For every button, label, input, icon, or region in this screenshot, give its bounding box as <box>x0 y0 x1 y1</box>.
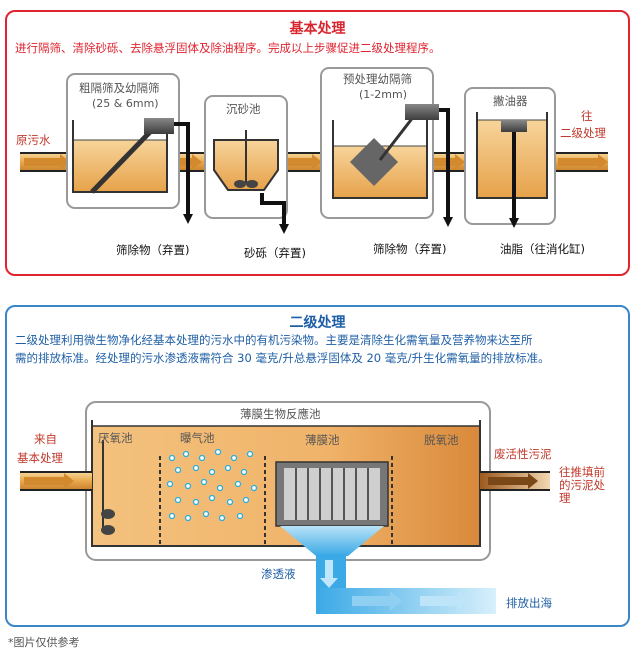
permeate-label: 渗透液 <box>261 567 296 581</box>
footnote: *图片仅供参考 <box>8 636 80 649</box>
screen-title: 粗隔筛及幼隔筛 <box>79 81 160 95</box>
mixer-icon <box>101 509 115 519</box>
fine-screen-title: 预处理幼隔筛 <box>343 72 412 86</box>
primary-description: 进行隔筛、清除砂砾、去除悬浮固体及除油程序。完成以上步骤促进二级处理程序。 <box>15 41 441 55</box>
fine-screen-motor-icon <box>405 104 439 120</box>
grease-output: 油脂（往消化缸) <box>500 242 585 256</box>
screenings-output-1: 筛除物（弃置) <box>116 243 190 257</box>
outlet-label-line1: 往 <box>581 109 593 123</box>
secondary-inlet-line2: 基本处理 <box>17 451 63 465</box>
sludge-destination-line3: 理 <box>559 491 571 505</box>
secondary-description-line2: 需的排放标准。经处理的污水渗透液需符合 30 毫克/升总悬浮固体及 20 毫克/… <box>15 351 550 365</box>
permeate-funnel <box>280 526 384 556</box>
membrane-zone-label: 薄膜池 <box>305 433 340 447</box>
waste-sludge-label: 废活性污泥 <box>494 447 552 461</box>
reactor-title: 薄膜生物反應池 <box>240 407 321 421</box>
screen-motor-icon <box>144 118 174 134</box>
grit-title: 沉砂池 <box>226 102 261 116</box>
primary-title: 基本处理 <box>289 21 346 37</box>
bar-screen-icon <box>90 130 152 194</box>
outlet-label-line2: 二级处理 <box>560 126 606 140</box>
secondary-description-line1: 二级处理利用微生物净化经基本处理的污水中的有机污染物。主要是清除生化需氧量及营养… <box>15 333 533 347</box>
primary-process-diagram <box>20 67 608 234</box>
fine-screen-size: (1-2mm) <box>359 88 407 101</box>
membrane-module-icon <box>275 461 389 527</box>
anoxic-zone-label: 厌氧池 <box>98 431 133 445</box>
raw-sewage-label: 原污水 <box>16 133 51 147</box>
sludge-destination-line2: 的污泥处 <box>559 478 605 492</box>
grease-title: 撇油器 <box>493 94 528 108</box>
grit-output: 砂砾（弃置) <box>244 246 306 260</box>
secondary-inlet-line1: 来自 <box>34 432 57 446</box>
screen-size: (25 & 6mm) <box>92 97 159 110</box>
discharge-label: 排放出海 <box>506 596 552 610</box>
aeration-zone-label: 曝气池 <box>180 431 215 445</box>
aeration-bubbles <box>166 448 258 522</box>
secondary-title: 二级处理 <box>289 315 346 331</box>
sludge-destination-line1: 往推填前 <box>559 465 605 479</box>
deoxygen-zone-label: 脱氧池 <box>424 433 459 447</box>
screenings-output-2: 筛除物（弃置) <box>373 242 447 256</box>
skimmer-icon <box>501 120 527 132</box>
